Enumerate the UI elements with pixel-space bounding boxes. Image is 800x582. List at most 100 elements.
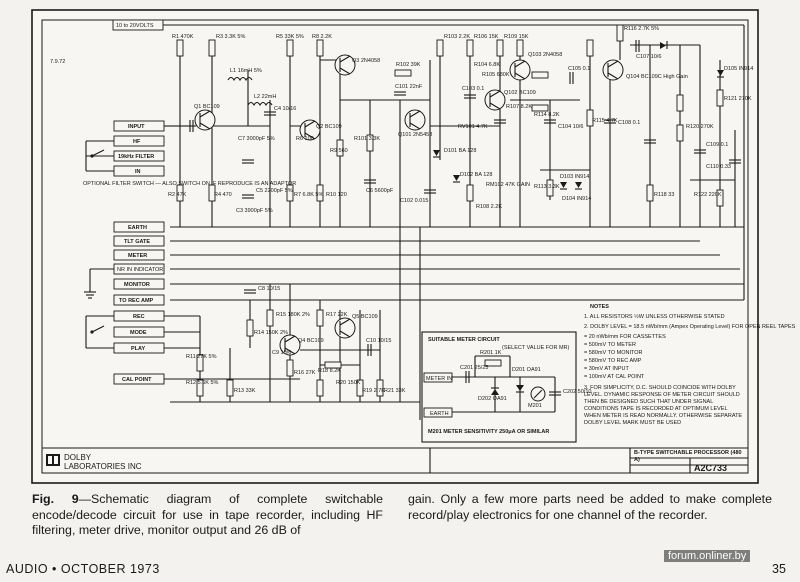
- label-r21: R21 33K: [384, 388, 406, 394]
- label-c6: C6 5600pF: [366, 188, 394, 194]
- label-d101: D101 BA 128: [444, 148, 476, 154]
- label-r115: R115 4.7K: [592, 118, 618, 124]
- label-r7: R7 6.8K 5%: [294, 192, 323, 198]
- label-r18: R18 8.2K: [318, 368, 341, 374]
- label-r102: R102 39K: [396, 62, 421, 68]
- filter-terminal: 19kHz FILTER: [118, 154, 154, 160]
- note-line: 2. DOLBY LEVEL = 18.5 nWb/mm (Ampex Oper…: [584, 324, 796, 330]
- supply-label: 10 to 20VOLTS: [116, 23, 154, 29]
- label-d202: D202 OA91: [478, 396, 507, 402]
- label-q104: Q104 BC109C High Gain: [626, 74, 688, 80]
- label-r113: R113 3.3K: [534, 184, 560, 190]
- label-r17: R17 22K: [326, 312, 348, 318]
- label-l2: L2 22mH: [254, 94, 276, 100]
- mode-terminal: MODE: [130, 330, 147, 336]
- label-r118: R118 33: [654, 192, 674, 198]
- label-q3: Q3 2N4058: [352, 58, 380, 64]
- date-mark: 7.9.72: [50, 59, 65, 65]
- figure-label: Fig. 9: [32, 492, 79, 506]
- label-l1: L1 16mH 5%: [230, 68, 262, 74]
- figure-caption-right: gain. Only a few more parts need be adde…: [408, 492, 772, 522]
- label-rm102: RM102 47K GAIN: [486, 182, 530, 188]
- schematic-inner-border: [41, 19, 749, 474]
- label-r12: R12 5.6K 5%: [186, 380, 219, 386]
- inductor-symbols: [227, 76, 273, 107]
- meter-terminal: METER: [128, 253, 147, 259]
- note-3-wrap: 3. FOR SIMPLICITY, D.C. SHOULD COINCIDE …: [584, 385, 743, 426]
- label-c3: C3 3900pF 5%: [236, 208, 273, 214]
- label-c109: C109 0.1: [706, 142, 728, 148]
- label-r120: R120 270K: [686, 124, 714, 130]
- rec-amp-terminal: TO REC AMP: [119, 298, 154, 304]
- label-c4: C4 10/16: [274, 106, 296, 112]
- label-r16: R16 27K: [294, 370, 316, 376]
- monitor-terminal: MONITOR: [124, 282, 150, 288]
- drawing-number: A2C733: [694, 463, 727, 473]
- label-r1: R1 470K: [172, 34, 194, 40]
- label-q103: Q103 2N4058: [528, 52, 562, 58]
- label-r6: R6 100: [296, 136, 314, 142]
- label-q2: Q2 BC109: [316, 124, 342, 130]
- label-r2: R2 47K: [168, 192, 187, 198]
- drawing-description: B-TYPE SWITCHABLE PROCESSOR (480 A): [634, 450, 742, 463]
- supply-label-box: [112, 19, 164, 31]
- figure-caption-left: Fig. 9—Schematic diagram of complete swi…: [32, 492, 383, 539]
- label-r19: R19 2.7K: [362, 388, 385, 394]
- transistor-symbols: [194, 54, 624, 356]
- note-line: = 100mV AT CAL POINT: [584, 374, 645, 380]
- note-line: = 30mV AT INPUT: [584, 366, 630, 372]
- notes-block: NOTES 1. ALL RESISTORS ½W UNLESS OTHERWI…: [584, 304, 796, 426]
- label-r201-note: (SELECT VALUE FOR MR): [502, 345, 570, 351]
- meter-sensitivity-note: M201 METER SENSITIVITY 250μA OR SIMILAR: [428, 429, 549, 435]
- component-labels: R1 470K R3 3.3K 5% Q1 BC109 L1 16mH 5% L…: [168, 26, 753, 394]
- label-r101: R101 3.3K: [354, 136, 380, 142]
- note-line: = 580mV TO MONITOR: [584, 350, 643, 356]
- label-d103: D103 IN914: [560, 174, 589, 180]
- tlt-gate-terminal: TLT GATE: [124, 239, 150, 245]
- label-c107: C107 10/6: [636, 54, 661, 60]
- hf-terminal: HF: [133, 139, 141, 145]
- input-terminals: INPUT HF 19kHz FILTER IN: [85, 120, 180, 177]
- in-terminal: IN: [135, 169, 141, 175]
- label-r9: R9 560: [330, 148, 348, 154]
- label-r201: R201 1K: [480, 350, 502, 356]
- dolby-logo-icon: [46, 454, 60, 466]
- label-c7: C7 3000pF 5%: [238, 136, 275, 142]
- label-rv101: RV101 4.7K: [458, 124, 488, 130]
- label-r121: R121 270K: [724, 96, 752, 102]
- label-r3: R3 3.3K 5%: [216, 34, 245, 40]
- notes-title: NOTES: [590, 304, 609, 310]
- label-r106: R106 15K: [474, 34, 499, 40]
- capacitor-symbols: [189, 40, 741, 356]
- label-r108: R108 2.2K: [476, 204, 502, 210]
- rec-terminal: REC: [133, 314, 145, 320]
- company-name-2: LABORATORIES INC: [64, 462, 142, 471]
- meter-in-terminal: METER IN: [426, 376, 452, 382]
- label-r104: R104 6.8K: [474, 62, 500, 68]
- label-c9: C9 10/6: [272, 350, 291, 356]
- label-d102: D102 BA 128: [460, 172, 492, 178]
- label-q1: Q1 BC109: [194, 104, 220, 110]
- input-terminal: INPUT: [128, 124, 145, 130]
- label-c5: C5 2200pF 5%: [256, 188, 293, 194]
- label-c104: C104 10/6: [558, 124, 583, 130]
- label-r11: R11 27K 5%: [186, 354, 217, 360]
- label-c201: C201 25/25: [460, 365, 488, 371]
- label-c103: C103 0.1: [462, 86, 484, 92]
- note-line-3: 3. FOR SIMPLICITY, D.C. SHOULD COINCIDE …: [584, 385, 743, 426]
- rail-terminals: EARTH TLT GATE METER NR IN INDICATOR MON…: [84, 221, 300, 385]
- diode-symbols: [433, 41, 724, 190]
- label-c10: C10 10/15: [366, 338, 391, 344]
- note-line: = 580mV TO REC AMP: [584, 358, 642, 364]
- label-r114: R114 8.2K: [534, 112, 560, 118]
- company-name-1: DOLBY: [64, 453, 92, 462]
- label-c108: C108 0.1: [618, 120, 640, 126]
- page-number: 35: [772, 562, 786, 576]
- label-r20: R20 150K: [336, 380, 361, 386]
- label-r122: R122 220K: [694, 192, 722, 198]
- label-q4: Q4 BC109: [298, 338, 324, 344]
- note-line: 1. ALL RESISTORS ½W UNLESS OTHERWISE STA…: [584, 313, 725, 320]
- label-c202: C202 50/10: [563, 389, 591, 395]
- label-c101: C101 22nF: [395, 84, 423, 90]
